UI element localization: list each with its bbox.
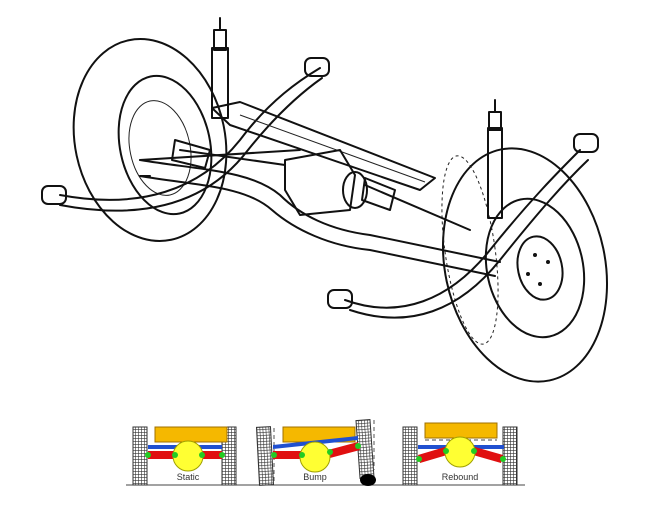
differential <box>444 436 476 468</box>
crossmember <box>211 101 436 191</box>
state-label: Static <box>177 472 200 482</box>
left-shock-absorber <box>211 17 229 119</box>
state-label: Rebound <box>442 472 479 482</box>
left-leaf-spring <box>41 57 330 212</box>
left-wheel <box>72 38 228 242</box>
link-arm <box>273 451 313 459</box>
axle-line-drawing <box>41 17 609 383</box>
state-rebound: Rebound <box>402 422 518 486</box>
state-bump: Bump <box>255 419 376 486</box>
differential <box>299 441 331 473</box>
axle-beam <box>139 149 501 277</box>
left-tyre <box>402 426 418 486</box>
right-tyre <box>502 426 518 486</box>
left-tyre <box>255 426 275 486</box>
body-block <box>154 426 228 443</box>
right-shock-absorber <box>487 99 503 219</box>
state-static: Static <box>132 426 237 486</box>
link-arm <box>418 447 447 463</box>
state-label: Bump <box>303 472 327 482</box>
differential <box>171 139 471 231</box>
body-block <box>424 422 498 439</box>
left-tyre <box>132 426 148 486</box>
right-wheel <box>441 147 609 383</box>
road-bump <box>360 474 376 486</box>
right-leaf-spring <box>327 133 599 319</box>
